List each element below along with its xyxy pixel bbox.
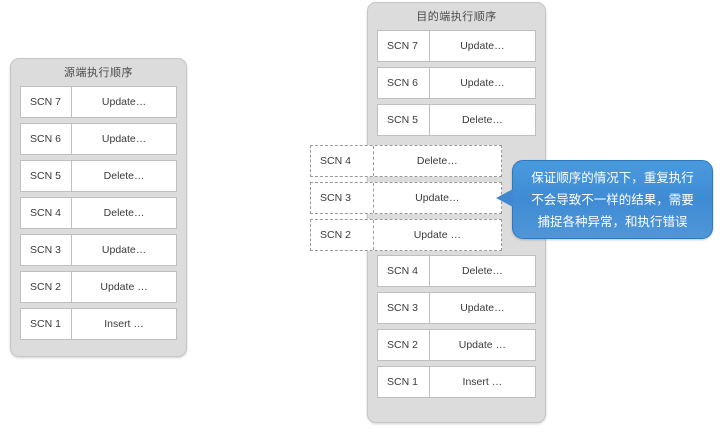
target-panel-title: 目的端执行顺序 — [416, 11, 497, 23]
floating-retry-row: SCN 2 Update … — [310, 219, 502, 251]
row-scn-label: SCN 6 — [21, 124, 73, 154]
table-row: SCN 5 Delete… — [20, 160, 177, 192]
source-panel-title: 源端执行顺序 — [64, 67, 133, 79]
callout-line: 不会导致不一样的结果，需要 — [531, 193, 694, 207]
row-op-label: Update … — [413, 229, 461, 241]
target-top-row-list: SCN 7 Update… SCN 6 Update… SCN 5 Delete… — [368, 30, 545, 136]
row-op-label: Insert … — [462, 376, 503, 388]
floating-retry-row: SCN 3 Update… — [310, 182, 502, 214]
table-row: SCN 4 Delete… — [20, 197, 177, 229]
callout-tail-icon — [496, 189, 513, 207]
table-row: SCN 5 Delete… — [377, 104, 536, 136]
row-scn-label: SCN 3 — [21, 235, 73, 265]
callout-line: 保证顺序的情况下，重复执行 — [531, 171, 694, 185]
row-op-label: Delete… — [103, 170, 145, 182]
row-scn-label: SCN 7 — [21, 87, 73, 117]
row-op-label: Update… — [415, 192, 460, 204]
floating-retry-row: SCN 4 Delete… — [310, 145, 502, 177]
target-bottom-row-list: SCN 4 Delete… SCN 3 Update… SCN 2 Update… — [368, 255, 545, 398]
table-row: SCN 6 Update… — [377, 67, 536, 99]
row-op-label: Update … — [458, 339, 507, 351]
source-row-list: SCN 7 Update… SCN 6 Update… SCN 5 Delete… — [11, 86, 186, 340]
callout-bubble: 保证顺序的情况下，重复执行 不会导致不一样的结果，需要 捕捉各种异常，和执行错误 — [512, 160, 713, 239]
row-scn-label: SCN 7 — [378, 31, 430, 61]
row-scn-label: SCN 5 — [21, 161, 73, 191]
table-row: SCN 3 Update… — [377, 292, 536, 324]
table-row: SCN 3 Update… — [20, 234, 177, 266]
row-op-label: Insert … — [104, 318, 144, 330]
row-op-label: Update… — [101, 133, 147, 145]
row-scn-label: SCN 4 — [378, 256, 430, 286]
row-scn-label: SCN 5 — [378, 105, 430, 135]
row-op-label: Update… — [460, 40, 505, 52]
row-op-label: Update … — [100, 281, 148, 293]
row-scn-label: SCN 2 — [311, 220, 374, 250]
row-op-label: Delete… — [461, 265, 503, 277]
row-op-label: Delete… — [461, 114, 503, 126]
row-op-label: Delete… — [103, 207, 145, 219]
table-row: SCN 2 Update … — [377, 329, 536, 361]
row-scn-label: SCN 6 — [378, 68, 430, 98]
table-row: SCN 4 Delete… — [377, 255, 536, 287]
row-scn-label: SCN 4 — [311, 146, 374, 176]
row-scn-label: SCN 4 — [21, 198, 73, 228]
row-op-label: Delete… — [416, 155, 458, 167]
row-op-label: Update… — [460, 302, 505, 314]
row-scn-label: SCN 3 — [311, 183, 374, 213]
row-scn-label: SCN 2 — [378, 330, 430, 360]
table-row: SCN 2 Update … — [20, 271, 177, 303]
table-row: SCN 7 Update… — [377, 30, 536, 62]
row-scn-label: SCN 1 — [378, 367, 430, 397]
source-panel: 源端执行顺序 SCN 7 Update… SCN 6 Update… SCN 5… — [10, 58, 187, 357]
table-row: SCN 7 Update… — [20, 86, 177, 118]
row-scn-label: SCN 1 — [21, 309, 73, 339]
row-op-label: Update… — [460, 77, 505, 89]
row-op-label: Update… — [101, 244, 147, 256]
row-op-label: Update… — [101, 96, 147, 108]
callout-line: 捕捉各种异常，和执行错误 — [537, 215, 688, 229]
table-row: SCN 1 Insert … — [377, 366, 536, 398]
table-row: SCN 6 Update… — [20, 123, 177, 155]
row-scn-label: SCN 3 — [378, 293, 430, 323]
table-row: SCN 1 Insert … — [20, 308, 177, 340]
row-scn-label: SCN 2 — [21, 272, 73, 302]
